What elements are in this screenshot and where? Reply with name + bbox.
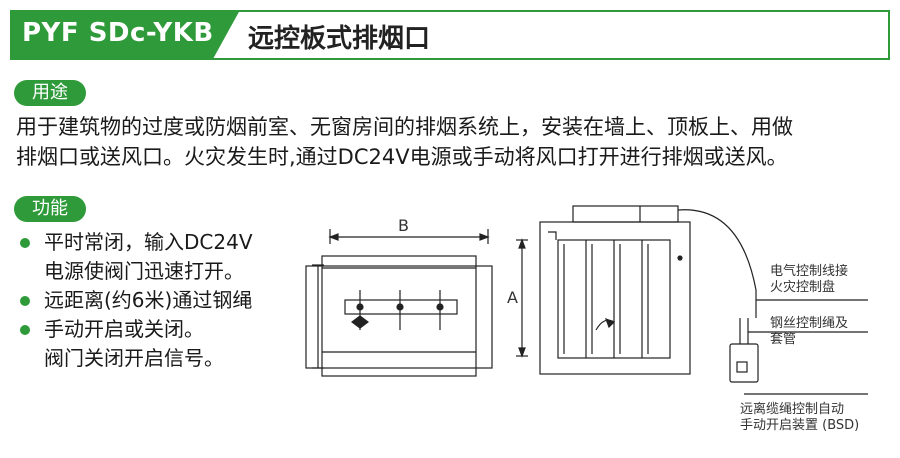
mechanism-bar [344, 299, 458, 315]
label-line: 钢丝控制绳及 [770, 316, 849, 331]
label-line: 套管 [770, 332, 797, 347]
bsd-device [729, 343, 759, 383]
dimension-a-label: A [507, 288, 518, 307]
label-electric-control: 电气控制线接 火灾控制盘 [770, 264, 848, 296]
side-view-frame [539, 221, 691, 375]
usage-heading: 用途 [14, 80, 86, 106]
label-bsd-device: 远离缆绳控制自动 手动开启装置 (BSD) [740, 402, 859, 434]
dimension-b-label: B [398, 216, 409, 235]
product-name: 远控板式排烟口 [248, 24, 431, 54]
bullet-icon [20, 238, 30, 248]
function-item-line: 手动开启或关闭。 [44, 317, 204, 341]
usage-text-line: 用于建筑物的过度或防烟前室、无窗房间的排烟系统上，安装在墙上、顶板上、用做 [16, 115, 793, 139]
header: PYF SDc-YKB 远控板式排烟口 [0, 0, 900, 68]
usage-text-line: 排烟口或送风口。火灾发生时,通过DC24V电源或手动将风口打开进行排烟或送风。 [16, 145, 788, 169]
function-item-line: 电源使阀门迅速打开。 [44, 259, 244, 283]
technical-drawing [305, 205, 868, 395]
label-line: 电气控制线接 [770, 264, 849, 279]
function-item-line: 阀门关闭开启信号。 [44, 346, 224, 370]
function-item: 远距离(约6米)通过钢绳 [16, 286, 316, 315]
function-list: 平时常闭，输入DC24V 电源使阀门迅速打开。 远距离(约6米)通过钢绳 手动开… [16, 228, 316, 373]
bullet-icon [20, 296, 30, 306]
label-cable: 钢丝控制绳及 套管 [770, 316, 848, 348]
header-green-tab [10, 10, 240, 60]
function-item-line: 平时常闭，输入DC24V [44, 230, 253, 254]
label-line: 远离缆绳控制自动 [740, 402, 845, 417]
function-item: 平时常闭，输入DC24V [16, 228, 316, 257]
usage-text: 用于建筑物的过度或防烟前室、无窗房间的排烟系统上，安装在墙上、顶板上、用做 排烟… [16, 112, 886, 172]
model-code: PYF SDc-YKB [22, 18, 214, 48]
function-item: 手动开启或关闭。 [16, 315, 316, 344]
label-line: 手动开启装置 (BSD) [740, 418, 860, 433]
function-heading: 功能 [14, 196, 86, 222]
front-view-frame [305, 265, 493, 369]
bullet-icon [20, 325, 30, 335]
function-item-line: 远距离(约6米)通过钢绳 [44, 288, 253, 312]
label-line: 火灾控制盘 [770, 280, 836, 295]
